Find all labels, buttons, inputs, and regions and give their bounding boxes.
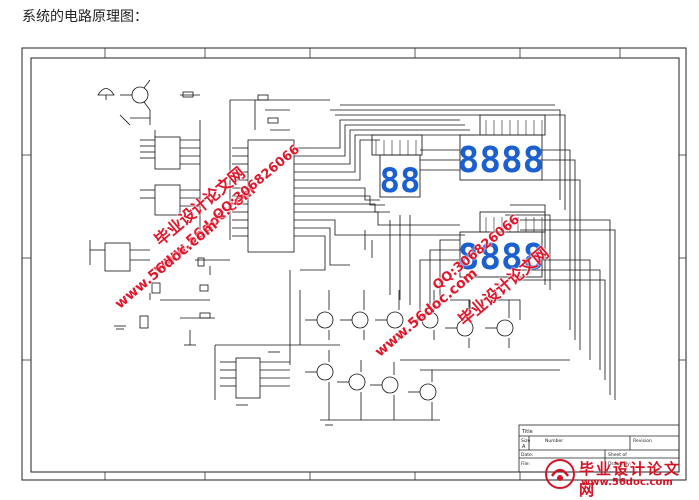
ic-left-group [89,120,215,346]
microcontroller [195,94,330,275]
footer-logo: 毕业设计论文网 www.56doc.com [541,458,691,499]
zone-ticks [22,48,686,480]
sheet-label: Sheet of [608,452,627,458]
bus-wiring [300,104,616,400]
display-top-right: 8888 [458,140,545,181]
buzzer-circuit [97,79,200,126]
transistor-row-lower [305,350,570,426]
logo-icon [545,459,575,489]
date-label: Date: [521,452,533,458]
drawn-label: Drawn By: [608,461,631,467]
display-small: 88 [380,161,421,201]
display-pins [375,120,543,232]
ic-bottom-left [214,344,300,406]
footer-logo-url: www.56doc.com [581,477,673,488]
file-label: File: [521,461,530,467]
transistor-row-upper [289,270,514,365]
display-mid-right: 8888 [458,237,545,278]
title-block [518,424,680,473]
inner-frame [30,57,680,473]
size-value: A [522,444,526,450]
number-label: Number [545,438,563,444]
page-title: 系统的电路原理图： [22,9,148,25]
outer-frame [21,47,687,481]
size-label: Size [521,438,530,444]
revision-label: Revision [633,438,652,444]
title-label: Title [521,429,533,435]
display-boxes [371,114,546,278]
